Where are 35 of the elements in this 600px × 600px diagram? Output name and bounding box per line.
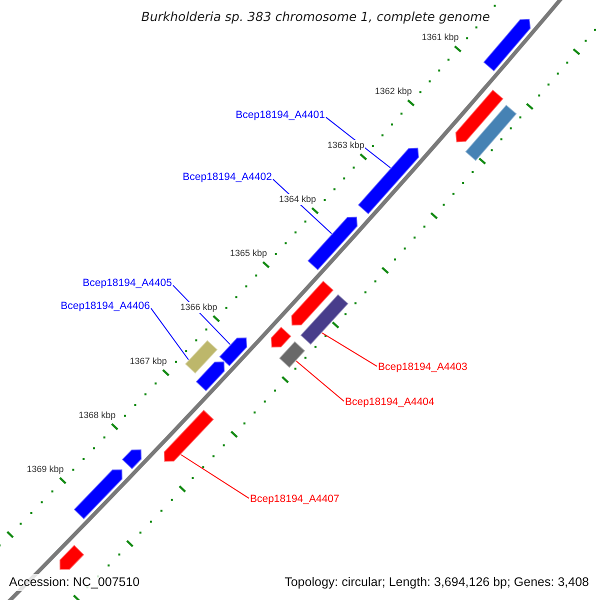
gene-label: Bcep18194_A4407 [250, 494, 340, 504]
gene-label: Bcep18194_A4401 [236, 110, 325, 120]
tick-label: 1367 kbp [128, 356, 168, 367]
gene-label: Bcep18194_A4403 [378, 362, 468, 372]
gene-bar [184, 339, 219, 375]
leader-line [295, 360, 344, 402]
tick-label: 1365 kbp [229, 248, 268, 259]
tick-label: 1363 kbp [326, 140, 366, 151]
gene-bar [464, 104, 518, 162]
gene-block [163, 408, 215, 462]
tick-label: 1369 kbp [26, 464, 65, 475]
gene-bar [299, 293, 350, 346]
gene-block [72, 468, 124, 520]
leader-line [321, 332, 378, 367]
tick-label: 1361 kbp [420, 32, 460, 43]
leader-line [150, 308, 190, 360]
gene-block [218, 336, 248, 368]
gene-label: Bcep18194_A4404 [345, 397, 434, 408]
gene-block [306, 216, 358, 272]
tick-label: 1362 kbp [374, 86, 413, 97]
tick-label: 1364 kbp [278, 194, 318, 205]
gene-block [454, 88, 504, 143]
gene-label: Bcep18194_A4406 [60, 301, 150, 312]
gene-label: Bcep18194_A4405 [82, 278, 172, 288]
gene-bar [278, 340, 306, 369]
tick-label: 1366 kbp [179, 302, 218, 313]
leader-line [180, 454, 250, 499]
gene-block [270, 326, 292, 348]
gene-block [194, 360, 226, 392]
leader-line [326, 116, 392, 169]
gene-block [290, 280, 335, 326]
tick-label: 1368 kbp [78, 410, 117, 421]
gene-label: Bcep18194_A4402 [182, 172, 272, 182]
gene-block [120, 448, 142, 470]
gene-block [58, 544, 86, 571]
